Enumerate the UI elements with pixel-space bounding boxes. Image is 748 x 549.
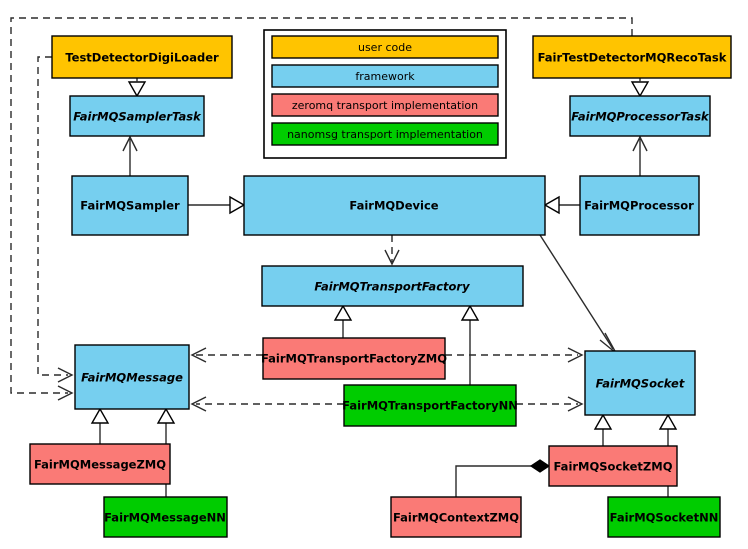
node-fairmqsocket[interactable]: FairMQSocket xyxy=(584,350,696,416)
node-label: FairMQSocket xyxy=(596,377,685,391)
node-fairmqtransportfactoryzmq[interactable]: FairMQTransportFactoryZMQ xyxy=(261,337,447,380)
legend-label-framework: framework xyxy=(355,70,415,83)
node-testdetectordigiloader[interactable]: TestDetectorDigiLoader xyxy=(51,35,233,79)
node-label: FairMQDevice xyxy=(349,199,438,213)
node-label: FairMQSampler xyxy=(80,199,180,213)
node-label: FairTestDetectorMQRecoTask xyxy=(538,51,727,65)
node-fairmqmessagenn[interactable]: FairMQMessageNN xyxy=(103,496,228,538)
edge-messagezmq-message xyxy=(90,407,110,444)
legend-label-zeromq: zeromq transport implementation xyxy=(292,99,478,112)
node-label: FairMQTransportFactoryNN xyxy=(342,399,518,413)
edge-tfnn-tf xyxy=(460,304,480,385)
legend-swatch-framework xyxy=(271,64,499,88)
edge-tfzmq-socket xyxy=(445,347,584,363)
node-label: FairMQProcessor xyxy=(584,199,694,213)
node-label: FairMQProcessorTask xyxy=(571,110,710,124)
node-fairmqsocketzmq[interactable]: FairMQSocketZMQ xyxy=(548,445,678,487)
legend: user code framework zeromq transport imp… xyxy=(263,29,507,159)
edge-digiloader-samplertask xyxy=(127,78,147,98)
node-label: FairMQSocketNN xyxy=(610,511,719,525)
node-fairmqtransportfactory[interactable]: FairMQTransportFactory xyxy=(261,265,524,307)
edge-tfnn-socket xyxy=(516,396,584,412)
node-fairmqprocessortask[interactable]: FairMQProcessorTask xyxy=(569,95,711,137)
edge-tfzmq-tf xyxy=(333,304,353,338)
edge-recotask-message xyxy=(10,17,633,401)
node-fairmqmessage[interactable]: FairMQMessage xyxy=(74,344,190,410)
node-label: FairMQTransportFactory xyxy=(314,280,470,294)
edge-socketzmq-socket xyxy=(593,413,613,446)
node-label: FairMQTransportFactoryZMQ xyxy=(261,352,447,366)
node-label: FairMQMessage xyxy=(81,371,183,385)
legend-label-nanomsg: nanomsg transport implementation xyxy=(287,128,483,141)
legend-label-user-code: user code xyxy=(358,41,412,54)
node-fairmqsocketnn[interactable]: FairMQSocketNN xyxy=(607,496,721,538)
node-fairmqsampler[interactable]: FairMQSampler xyxy=(71,175,189,236)
edge-tfnn-message xyxy=(190,396,344,412)
node-layer: TestDetectorDigiLoader FairTestDetectorM… xyxy=(29,35,732,538)
node-fairmqsamplertask[interactable]: FairMQSamplerTask xyxy=(69,95,205,137)
edge-device-transportfactory xyxy=(384,235,400,266)
edge-sampler-device xyxy=(188,195,246,215)
node-fairmqprocessor[interactable]: FairMQProcessor xyxy=(579,175,700,236)
node-fairmqmessagezmq[interactable]: FairMQMessageZMQ xyxy=(29,443,171,485)
legend-swatch-nanomsg xyxy=(271,122,499,146)
node-fairmqdevice[interactable]: FairMQDevice xyxy=(243,175,546,236)
edge-socketzmq-contextzmq xyxy=(455,459,551,497)
legend-swatch-user-code xyxy=(271,35,499,59)
edge-digiloader-message xyxy=(37,56,74,383)
edge-tfzmq-message xyxy=(190,347,263,363)
edge-layer xyxy=(10,17,678,497)
node-label: FairMQContextZMQ xyxy=(393,511,519,525)
edge-processor-processortask xyxy=(632,135,648,176)
node-label: FairMQMessageNN xyxy=(104,511,226,525)
node-fairtestdetectormqrecotask[interactable]: FairTestDetectorMQRecoTask xyxy=(532,35,732,79)
edge-sampler-samplertask xyxy=(122,135,138,176)
node-label: FairMQMessageZMQ xyxy=(34,458,166,472)
node-label: FairMQSocketZMQ xyxy=(554,460,673,474)
node-label: FairMQSamplerTask xyxy=(73,110,202,124)
edge-processor-device xyxy=(543,195,580,215)
node-label: TestDetectorDigiLoader xyxy=(65,51,219,65)
node-fairmqcontextzmq[interactable]: FairMQContextZMQ xyxy=(390,496,522,538)
node-fairmqtransportfactorynn[interactable]: FairMQTransportFactoryNN xyxy=(342,384,518,427)
legend-swatch-zeromq xyxy=(271,93,499,117)
